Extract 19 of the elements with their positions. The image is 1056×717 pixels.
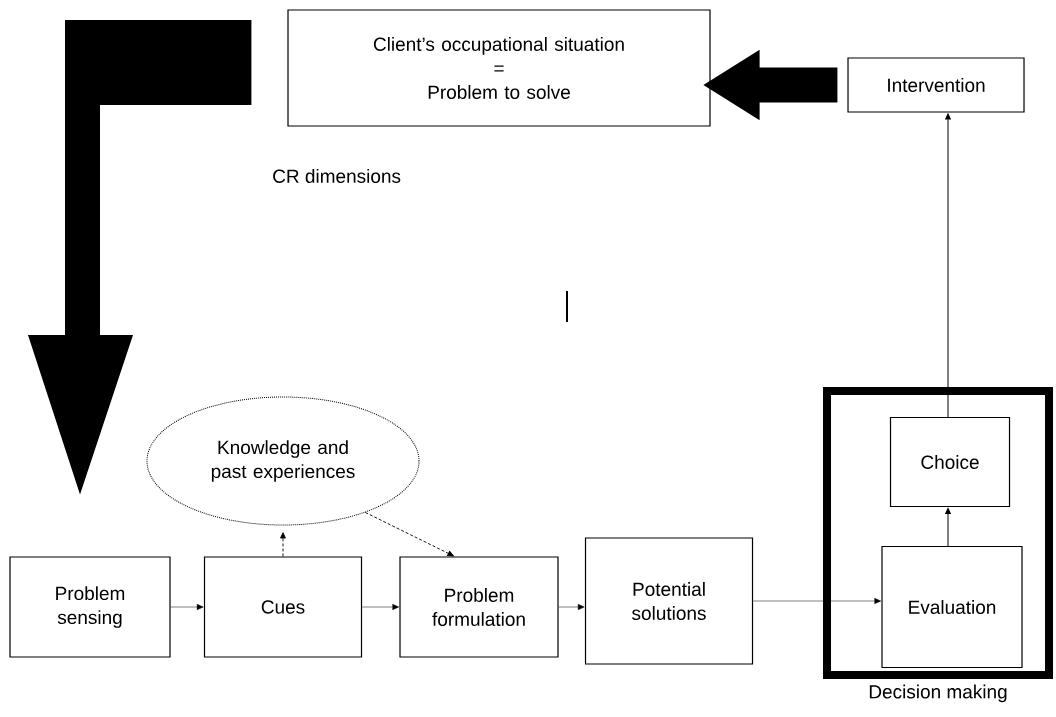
situation-box: Client’s occupational situation = Problem to solve [287,9,711,127]
caption-text: CR dimensions [273,169,401,183]
intervention-box: Intervention [847,57,1025,113]
arrow [945,113,951,418]
process-box: Potential solutions [584,537,754,665]
process-box: Problem formulation [399,556,559,658]
arrow [752,598,882,604]
arrow [280,532,286,557]
choice-box: Choice [889,416,1011,508]
arrow [945,507,951,547]
evaluation-box: Evaluation [881,545,1023,669]
arrow [28,20,252,495]
arrow [364,512,454,557]
arrow [170,604,204,610]
process-box: Problem sensing [9,556,171,658]
arrow [558,604,585,610]
process-box: Cues [203,556,363,658]
node-label: Decision making [869,684,1007,703]
arrow [361,604,399,610]
